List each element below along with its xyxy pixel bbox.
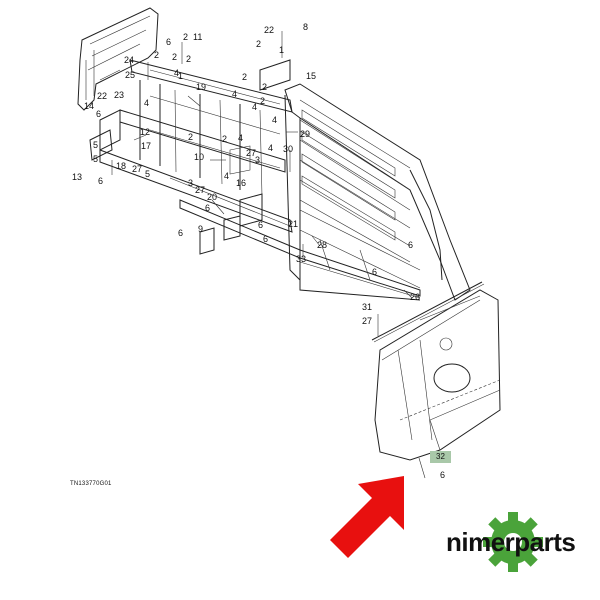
callout: 19 (196, 82, 206, 92)
callout: 33 (296, 254, 306, 264)
callout: 4 (174, 68, 179, 78)
callout: 22 (264, 25, 274, 35)
callout: 30 (283, 144, 293, 154)
callout: 27 (132, 164, 142, 174)
callout: 4 (224, 171, 229, 181)
grille-panel (284, 83, 471, 301)
callout: 6 (205, 203, 210, 213)
callout: 27 (195, 185, 205, 195)
callout: 2 (260, 96, 265, 106)
callout: 8 (303, 22, 308, 32)
highlighted-part-label: 32 (430, 451, 451, 463)
callout: 2 (183, 32, 188, 42)
left-end-panel (77, 7, 159, 111)
callout: 4 (272, 115, 277, 125)
callout: 6 (408, 240, 413, 250)
callout: 5 (145, 169, 150, 179)
callout: 29 (300, 129, 310, 139)
callout: 10 (194, 152, 204, 162)
rod-part (371, 281, 483, 341)
callout: 9 (198, 224, 203, 234)
callout: 4 (144, 98, 149, 108)
callout: 6 (178, 228, 183, 238)
callout: 5 (93, 154, 98, 164)
callout: 2 (172, 52, 177, 62)
callout: 1 (178, 71, 183, 81)
callout: 15 (306, 71, 316, 81)
callout: 2 (154, 50, 159, 60)
callout: 27 (246, 148, 256, 158)
callout: 2 (256, 39, 261, 49)
callout: 24 (124, 55, 134, 65)
callout: 6 (440, 470, 445, 480)
rear-cover (374, 289, 501, 461)
callout: 11 (193, 32, 202, 42)
callout: 16 (236, 178, 246, 188)
upper-frame (99, 59, 293, 233)
callout: 3 (255, 155, 260, 165)
callout: 4 (252, 102, 257, 112)
brand-name: nimerparts (446, 527, 576, 557)
callout: 6 (166, 37, 171, 47)
callout: 25 (125, 70, 135, 80)
callout: 20 (207, 192, 217, 202)
callout: 6 (258, 220, 263, 230)
callout: 6 (372, 267, 377, 277)
red-arrow-icon (330, 476, 404, 558)
callout: 2 (186, 54, 191, 64)
callout: 13 (72, 172, 82, 182)
callout: 2 (188, 132, 193, 142)
callout: 12 (140, 127, 150, 137)
callout: 28 (317, 240, 327, 250)
callout: 3 (188, 178, 193, 188)
callout: 6 (98, 176, 103, 186)
callout: 26 (410, 292, 420, 302)
callout: 6 (96, 109, 101, 119)
callout: 31 (362, 302, 372, 312)
callout: 21 (288, 219, 298, 229)
callout: 4 (232, 89, 237, 99)
callout: 14 (84, 101, 94, 111)
callout: 17 (141, 141, 151, 151)
callout-labels: 22 8 2 1 6 2 11 24 2 4 2 25 2 1 2 15 2 1… (72, 22, 445, 480)
gear-logo-icon (483, 512, 543, 572)
callout: 22 (97, 91, 107, 101)
callout: 18 (116, 161, 126, 171)
callout: 27 (362, 316, 372, 326)
callout: 4 (238, 133, 243, 143)
callout: 2 (222, 134, 227, 144)
callout: 2 (242, 72, 247, 82)
leader-lines (111, 31, 426, 479)
callout: 4 (268, 143, 273, 153)
callout: 1 (279, 45, 284, 55)
callout: 6 (263, 234, 268, 244)
figure-id-label: TN133770G01 (70, 481, 112, 487)
callout: 5 (93, 140, 98, 150)
callout: 23 (114, 90, 124, 100)
callout: 2 (262, 82, 267, 92)
small-brackets (89, 59, 291, 255)
